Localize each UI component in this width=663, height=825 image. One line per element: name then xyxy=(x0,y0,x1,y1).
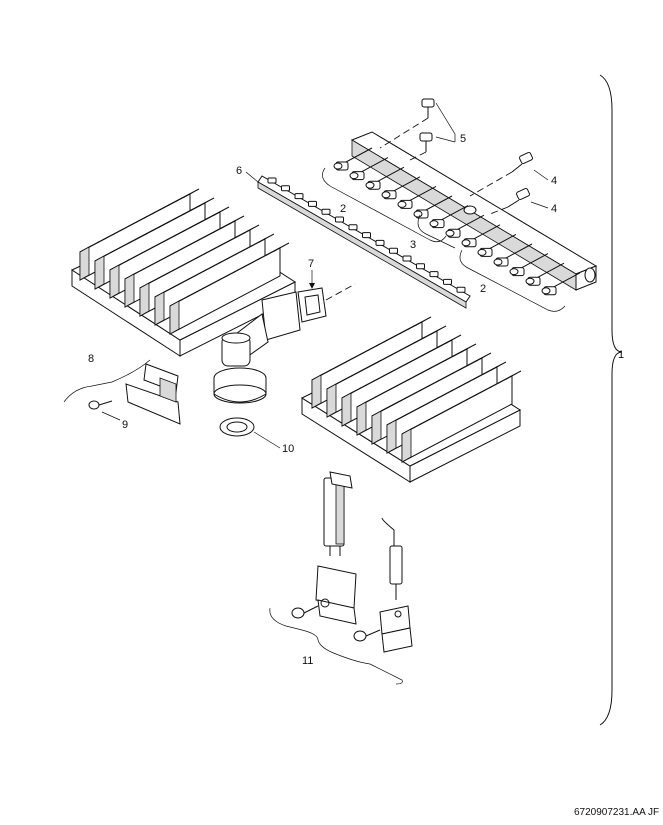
callout-2-upper: 2 xyxy=(340,203,346,215)
strip-hole xyxy=(308,200,317,207)
injector-nozzle xyxy=(365,166,405,190)
strip-hole xyxy=(267,177,277,184)
ionisation-electrode xyxy=(381,517,403,600)
gasket-7 xyxy=(297,287,327,323)
injector-nozzle xyxy=(349,157,389,181)
callout-4-lower: 4 xyxy=(551,203,557,215)
injector-nozzle xyxy=(397,185,437,209)
injector-group-outline-middle xyxy=(417,214,456,249)
strip-hole xyxy=(456,286,466,293)
screw-5-upper xyxy=(421,98,435,118)
strip-hole xyxy=(429,271,439,278)
drawing-code: 6720907231.AA JF xyxy=(574,807,659,818)
injector-nozzle xyxy=(493,243,533,267)
injector-nozzle xyxy=(509,253,549,277)
ignition-electrode xyxy=(323,471,353,556)
injector-nozzle xyxy=(429,205,469,229)
burner-fin xyxy=(401,370,522,463)
callout-11: 11 xyxy=(302,655,313,667)
injector-nozzle xyxy=(413,195,453,219)
screw-4-lower xyxy=(507,187,530,208)
gas-inlet-elbow xyxy=(213,291,301,404)
injector-nozzle xyxy=(381,176,421,200)
screw-5-lower xyxy=(419,132,433,152)
injector-nozzle xyxy=(477,233,517,257)
injector-nozzle xyxy=(461,224,501,248)
strip-hole xyxy=(335,216,344,223)
screw-11-left xyxy=(291,605,319,619)
screw-11-right xyxy=(353,629,381,642)
callout-2-lower: 2 xyxy=(480,283,486,295)
burner-block-right xyxy=(300,316,522,483)
strip-hole xyxy=(321,208,331,215)
strip-hole xyxy=(416,263,425,270)
injector-nozzle xyxy=(525,262,565,286)
callout-5: 5 xyxy=(460,133,466,145)
injector-group-outline-lower xyxy=(459,249,566,312)
gas-manifold xyxy=(333,131,598,296)
screw-9 xyxy=(88,400,113,410)
callout-8: 8 xyxy=(88,353,94,365)
burner-block-left xyxy=(70,188,297,357)
electrode-bracket-right xyxy=(379,605,413,653)
injector-nozzle xyxy=(333,147,373,171)
callout-1: 1 xyxy=(618,349,624,361)
injector-group-outline-upper xyxy=(322,167,447,243)
injector-nozzle xyxy=(445,214,485,238)
screw-4-upper xyxy=(511,151,533,173)
strip-hole xyxy=(294,193,304,200)
strip-hole xyxy=(348,224,358,231)
strip-hole xyxy=(375,239,385,246)
strip-hole xyxy=(389,247,398,254)
strip-hole xyxy=(281,185,290,192)
callout-4-upper: 4 xyxy=(551,175,557,187)
callout-6: 6 xyxy=(236,165,242,177)
strip-hole xyxy=(443,278,452,285)
callout-9: 9 xyxy=(122,419,128,431)
callout-7: 7 xyxy=(308,258,314,270)
electrode-bracket-left xyxy=(315,565,357,625)
callout-3: 3 xyxy=(410,239,416,251)
bracket-1 xyxy=(599,74,623,726)
bracket-8 xyxy=(125,363,181,425)
callout-10: 10 xyxy=(282,443,294,455)
strip-hole xyxy=(362,232,371,239)
seal-ring-10 xyxy=(219,417,255,437)
injector-nozzle xyxy=(541,272,581,296)
flame-strip xyxy=(257,175,471,309)
strip-hole xyxy=(402,255,412,262)
burner-fin xyxy=(169,242,290,335)
